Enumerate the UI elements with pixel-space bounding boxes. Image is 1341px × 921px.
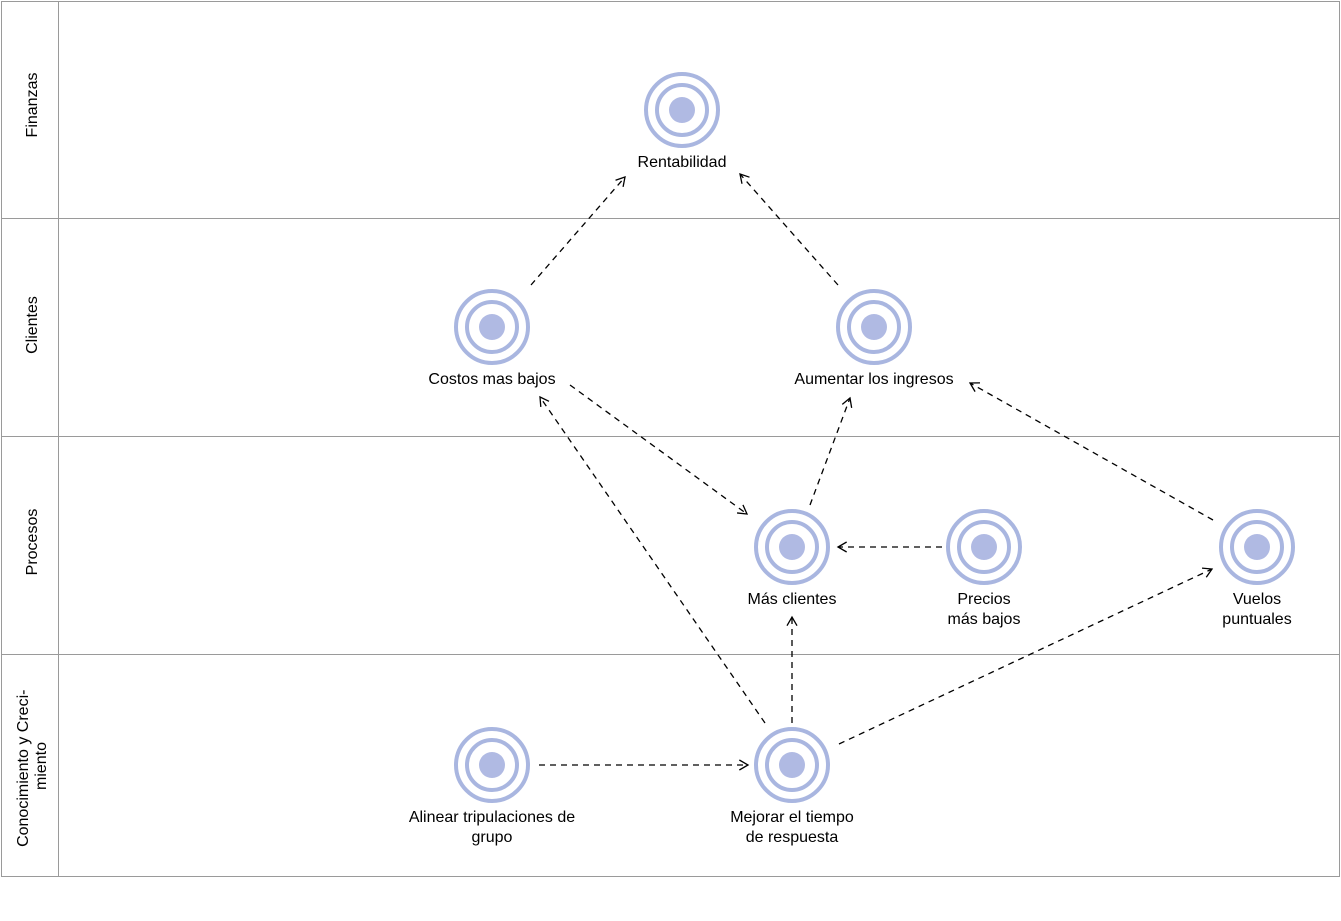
edge-vuelos-to-ingresos bbox=[969, 382, 1214, 521]
goal-label-alinear: Alinear tripulaciones de grupo bbox=[409, 809, 575, 846]
goal-node-mejorar[interactable]: Mejorar el tiempo de respuesta bbox=[730, 727, 854, 846]
arrowhead-mejorar-to-costos bbox=[539, 395, 550, 408]
arrowhead-precios-to-mas-clientes bbox=[836, 541, 847, 553]
goal-target-icon bbox=[454, 727, 530, 803]
arrowhead-ingresos-to-rentabilidad bbox=[739, 173, 750, 184]
goal-label-mas-clientes: Más clientes bbox=[748, 591, 837, 608]
goal-label-line: Costos mas bajos bbox=[428, 371, 555, 388]
arrowhead-mejorar-to-vuelos bbox=[1201, 567, 1214, 578]
edge-ingresos-to-rentabilidad bbox=[739, 173, 839, 286]
goal-label-line: de respuesta bbox=[746, 829, 839, 846]
goal-label-precios: Precios más bajos bbox=[948, 591, 1021, 628]
edges-layer bbox=[530, 173, 1214, 771]
arrowhead-vuelos-to-ingresos bbox=[968, 382, 981, 392]
goal-label-vuelos: Vuelos puntuales bbox=[1222, 591, 1291, 628]
goal-label-rentabilidad: Rentabilidad bbox=[638, 154, 727, 171]
goal-node-precios[interactable]: Precios más bajos bbox=[946, 509, 1022, 628]
edge-mas-clientes-to-ingresos bbox=[809, 397, 851, 506]
goal-node-ingresos[interactable]: Aumentar los ingresos bbox=[794, 289, 954, 388]
edge-costos-to-rentabilidad bbox=[530, 176, 626, 286]
lane-clientes bbox=[1, 218, 1340, 437]
goal-node-vuelos[interactable]: Vuelos puntuales bbox=[1219, 509, 1295, 628]
goal-label-line: Alinear tripulaciones de bbox=[409, 809, 575, 826]
goal-label-mejorar: Mejorar el tiempo de respuesta bbox=[730, 809, 854, 846]
goal-target-icon bbox=[1219, 509, 1295, 585]
goal-label-line: Precios bbox=[957, 591, 1010, 608]
arrowhead-mejorar-to-mas-clientes bbox=[786, 615, 798, 626]
arrowhead-alinear-to-mejorar bbox=[739, 759, 750, 771]
goal-node-mas-clientes[interactable]: Más clientes bbox=[748, 509, 837, 608]
goal-target-icon bbox=[454, 289, 530, 365]
goal-label-line: Vuelos bbox=[1233, 591, 1281, 608]
swimlane-grid bbox=[1, 1, 1340, 877]
goal-target-icon bbox=[946, 509, 1022, 585]
goal-label-line: grupo bbox=[472, 829, 513, 846]
goal-node-costos[interactable]: Costos mas bajos bbox=[428, 289, 556, 388]
goal-label-line: Mejorar el tiempo bbox=[730, 809, 854, 826]
goal-label-ingresos: Aumentar los ingresos bbox=[794, 371, 953, 388]
goal-target-icon bbox=[754, 509, 830, 585]
goal-target-icon bbox=[754, 727, 830, 803]
lane-label-conocimiento-line1: Conocimiento y Creci- bbox=[15, 690, 32, 847]
edge-costos-to-mas-clientes bbox=[569, 384, 748, 515]
edge-mejorar-to-costos bbox=[539, 396, 766, 724]
goal-label-line: Aumentar los ingresos bbox=[794, 371, 953, 388]
lane-label-procesos: Procesos bbox=[24, 509, 41, 576]
lane-label-conocimiento: Conocimiento y Creci- miento bbox=[15, 685, 50, 847]
edge-mejorar-to-vuelos bbox=[838, 568, 1213, 745]
lane-conocimiento bbox=[1, 654, 1340, 877]
lane-label-clientes: Clientes bbox=[24, 296, 41, 354]
goal-label-line: más bajos bbox=[948, 611, 1021, 628]
lane-label-conocimiento-line2: miento bbox=[33, 742, 50, 790]
goal-node-rentabilidad[interactable]: Rentabilidad bbox=[638, 72, 727, 171]
goal-target-icon bbox=[644, 72, 720, 148]
goal-label-line: puntuales bbox=[1222, 611, 1291, 628]
goal-label-line: Rentabilidad bbox=[638, 154, 727, 171]
lane-label-finanzas: Finanzas bbox=[24, 73, 41, 138]
arrowhead-mas-clientes-to-ingresos bbox=[841, 396, 853, 408]
goal-label-costos: Costos mas bajos bbox=[428, 371, 555, 388]
goal-target-icon bbox=[836, 289, 912, 365]
goal-node-alinear[interactable]: Alinear tripulaciones de grupo bbox=[409, 727, 575, 846]
lane-procesos bbox=[1, 436, 1340, 655]
arrowhead-costos-to-mas-clientes bbox=[736, 504, 749, 515]
goal-label-line: Más clientes bbox=[748, 591, 837, 608]
arrowhead-costos-to-rentabilidad bbox=[615, 176, 626, 187]
